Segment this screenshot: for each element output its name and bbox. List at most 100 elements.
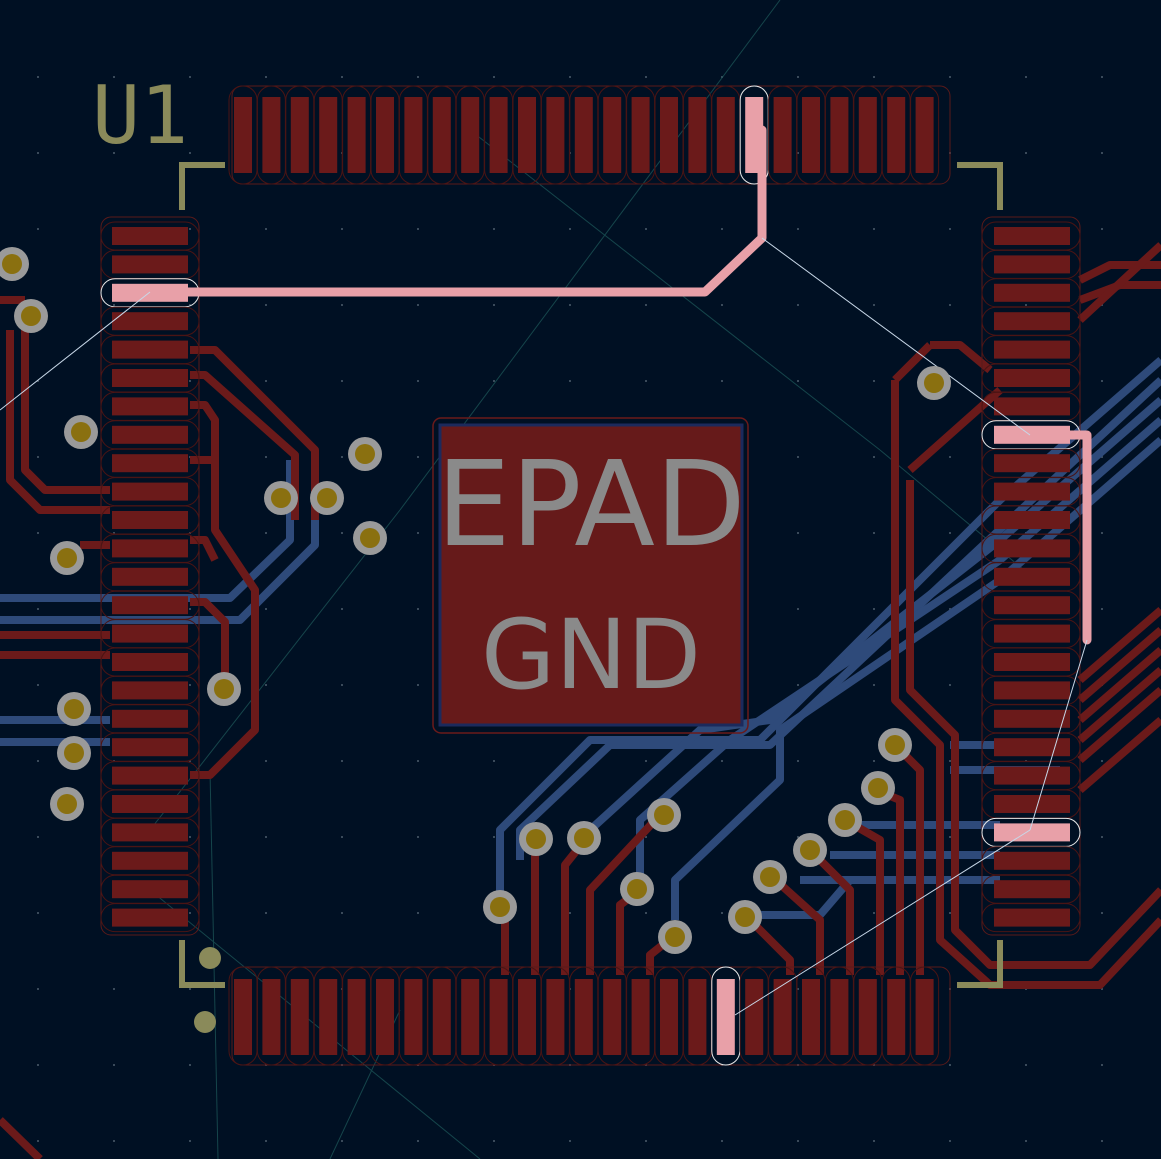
smd-pad[interactable] bbox=[631, 979, 650, 1055]
smd-pad[interactable] bbox=[290, 97, 309, 173]
smd-pad[interactable] bbox=[994, 823, 1070, 842]
smd-pad[interactable] bbox=[603, 979, 622, 1055]
smd-pad[interactable] bbox=[994, 482, 1070, 501]
smd-pad[interactable] bbox=[112, 227, 188, 245]
smd-pad[interactable] bbox=[994, 766, 1070, 785]
smd-pad[interactable] bbox=[830, 979, 849, 1055]
smd-pad[interactable] bbox=[290, 979, 309, 1055]
smd-pad[interactable] bbox=[319, 979, 338, 1055]
smd-pad[interactable] bbox=[112, 397, 188, 416]
smd-pad[interactable] bbox=[112, 312, 188, 331]
smd-pad[interactable] bbox=[994, 397, 1070, 416]
smd-pad[interactable] bbox=[489, 97, 508, 173]
smd-pad[interactable] bbox=[319, 97, 338, 173]
smd-pad[interactable] bbox=[773, 97, 792, 173]
smd-pad[interactable] bbox=[915, 97, 934, 173]
smd-pad[interactable] bbox=[915, 979, 934, 1055]
smd-pad[interactable] bbox=[802, 979, 820, 1055]
smd-pad[interactable] bbox=[112, 908, 188, 927]
smd-pad[interactable] bbox=[112, 596, 188, 615]
smd-pad[interactable] bbox=[688, 979, 707, 1055]
smd-pad[interactable] bbox=[994, 255, 1070, 274]
smd-pad[interactable] bbox=[887, 97, 906, 173]
smd-pad[interactable] bbox=[660, 979, 678, 1055]
smd-pad[interactable] bbox=[994, 340, 1070, 359]
smd-pad[interactable] bbox=[376, 97, 394, 173]
smd-pad[interactable] bbox=[994, 681, 1070, 700]
smd-pad[interactable] bbox=[994, 227, 1070, 245]
exposed-pad[interactable]: EPAD GND bbox=[432, 417, 749, 734]
smd-pad[interactable] bbox=[858, 979, 877, 1055]
smd-pad[interactable] bbox=[994, 369, 1070, 387]
smd-pad[interactable] bbox=[404, 979, 423, 1055]
smd-pad[interactable] bbox=[518, 979, 536, 1055]
smd-pad[interactable] bbox=[432, 97, 451, 173]
smd-pad[interactable] bbox=[994, 567, 1070, 586]
smd-pad[interactable] bbox=[994, 851, 1070, 870]
smd-pad[interactable] bbox=[112, 624, 188, 643]
smd-pad[interactable] bbox=[688, 97, 707, 173]
smd-pad[interactable] bbox=[112, 823, 188, 842]
smd-pad[interactable] bbox=[518, 97, 536, 173]
smd-pad[interactable] bbox=[773, 979, 792, 1055]
smd-pad[interactable] bbox=[112, 369, 188, 387]
smd-pad[interactable] bbox=[802, 97, 820, 173]
smd-pad[interactable] bbox=[716, 979, 735, 1055]
smd-pad[interactable] bbox=[262, 979, 281, 1055]
smd-pad[interactable] bbox=[716, 97, 735, 173]
smd-pad[interactable] bbox=[234, 97, 252, 173]
smd-pad[interactable] bbox=[112, 851, 188, 870]
smd-pad[interactable] bbox=[631, 97, 650, 173]
smd-pad[interactable] bbox=[112, 511, 188, 529]
smd-pad[interactable] bbox=[112, 880, 188, 899]
smd-pad[interactable] bbox=[461, 979, 480, 1055]
smd-pad[interactable] bbox=[994, 596, 1070, 615]
smd-pad[interactable] bbox=[887, 979, 906, 1055]
smd-pad[interactable] bbox=[994, 653, 1070, 671]
smd-pad[interactable] bbox=[994, 511, 1070, 529]
smd-pad[interactable] bbox=[262, 97, 281, 173]
smd-pad[interactable] bbox=[112, 709, 188, 728]
smd-pad[interactable] bbox=[112, 738, 188, 757]
smd-pad[interactable] bbox=[404, 97, 423, 173]
smd-pad[interactable] bbox=[546, 97, 565, 173]
smd-pad[interactable] bbox=[112, 255, 188, 274]
smd-pad[interactable] bbox=[112, 653, 188, 671]
smd-pad[interactable] bbox=[112, 539, 188, 558]
smd-pad[interactable] bbox=[660, 97, 678, 173]
smd-pad[interactable] bbox=[830, 97, 849, 173]
smd-pad[interactable] bbox=[347, 979, 366, 1055]
smd-pad[interactable] bbox=[994, 908, 1070, 927]
smd-pad[interactable] bbox=[546, 979, 565, 1055]
smd-pad[interactable] bbox=[112, 425, 188, 444]
smd-pad[interactable] bbox=[858, 97, 877, 173]
smd-pad[interactable] bbox=[994, 283, 1070, 302]
smd-pad[interactable] bbox=[112, 340, 188, 359]
smd-pad[interactable] bbox=[112, 766, 188, 785]
smd-pad[interactable] bbox=[994, 539, 1070, 558]
smd-pad[interactable] bbox=[112, 681, 188, 700]
smd-pad[interactable] bbox=[994, 738, 1070, 757]
smd-pad[interactable] bbox=[574, 97, 593, 173]
highlighted-net[interactable] bbox=[145, 125, 1092, 645]
smd-pad[interactable] bbox=[994, 454, 1070, 473]
smd-pad[interactable] bbox=[461, 97, 480, 173]
smd-pad[interactable] bbox=[994, 795, 1070, 813]
smd-pad[interactable] bbox=[745, 979, 764, 1055]
smd-pad[interactable] bbox=[994, 709, 1070, 728]
smd-pad[interactable] bbox=[574, 979, 593, 1055]
smd-pad[interactable] bbox=[376, 979, 394, 1055]
smd-pad[interactable] bbox=[112, 567, 188, 586]
smd-pad[interactable] bbox=[994, 880, 1070, 899]
smd-pad[interactable] bbox=[347, 97, 366, 173]
smd-pad[interactable] bbox=[234, 979, 252, 1055]
smd-pad[interactable] bbox=[112, 482, 188, 501]
smd-pad[interactable] bbox=[994, 312, 1070, 331]
smd-pad[interactable] bbox=[489, 979, 508, 1055]
smd-pad[interactable] bbox=[994, 624, 1070, 643]
smd-pad[interactable] bbox=[603, 97, 622, 173]
smd-pad[interactable] bbox=[112, 795, 188, 813]
smd-pad[interactable] bbox=[432, 979, 451, 1055]
smd-pad[interactable] bbox=[112, 454, 188, 473]
